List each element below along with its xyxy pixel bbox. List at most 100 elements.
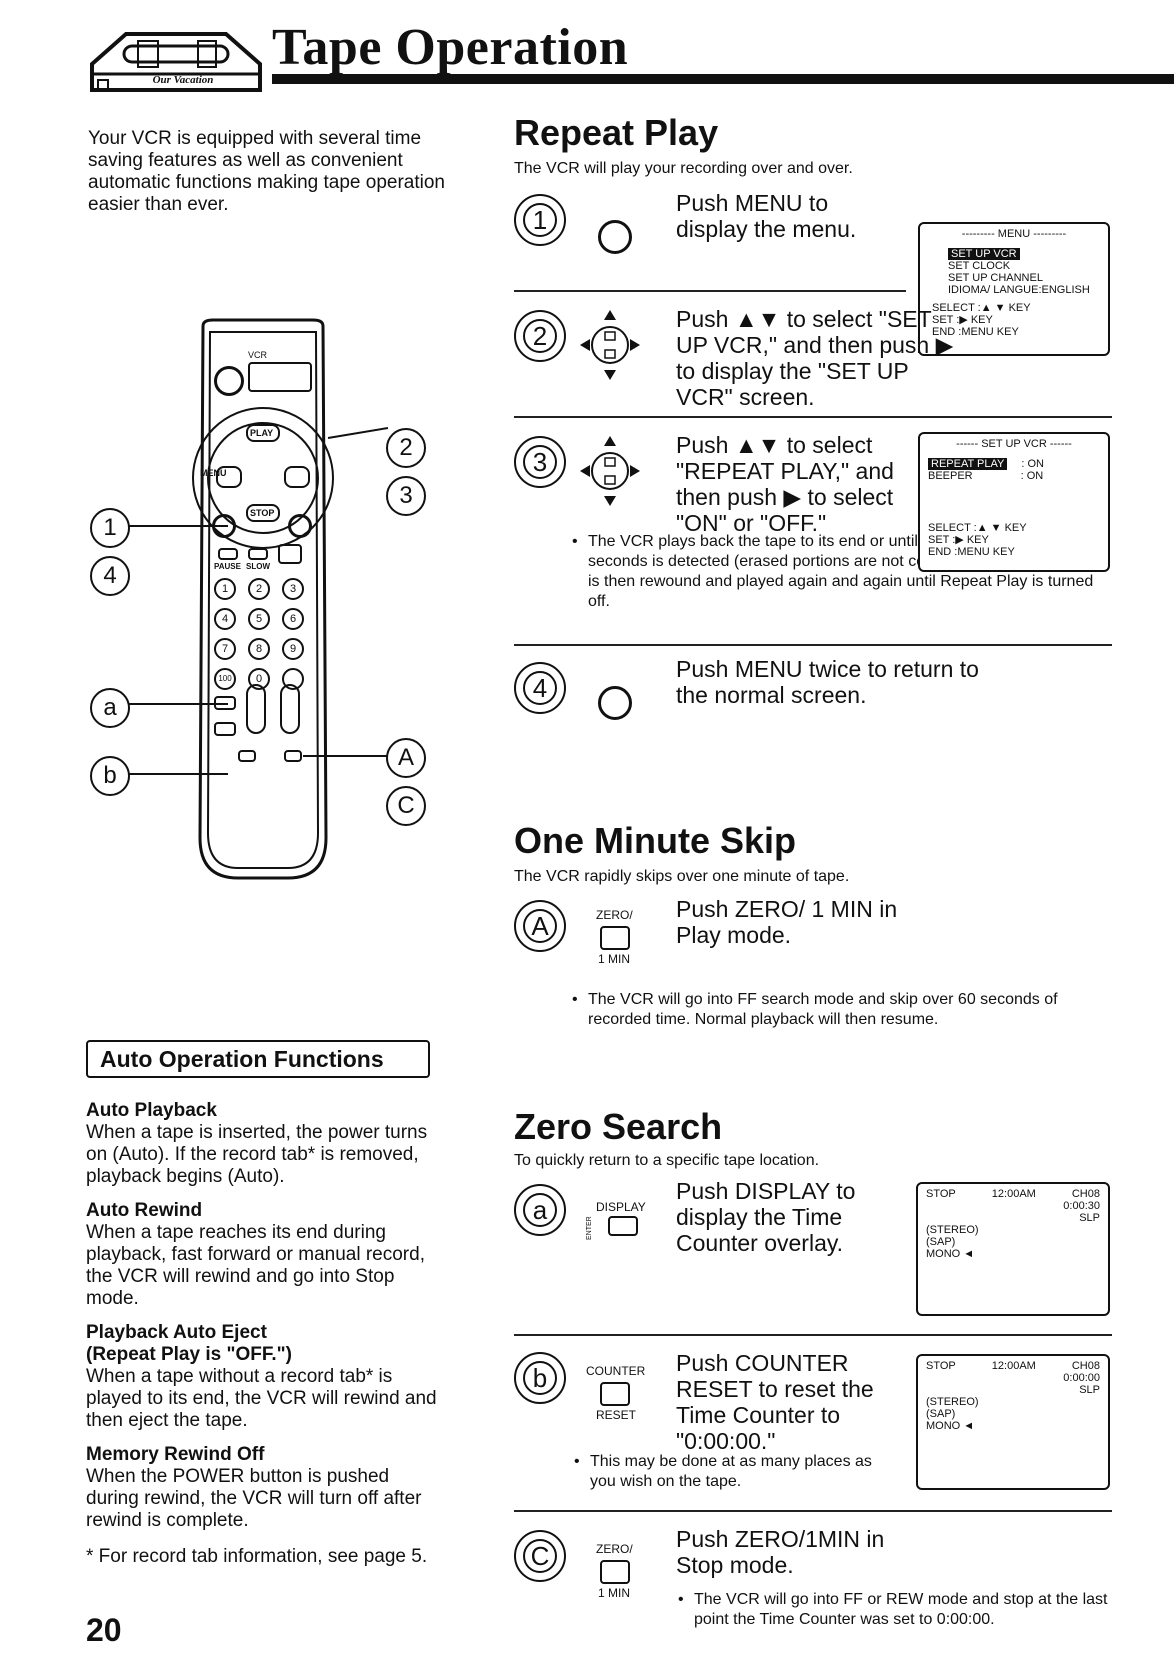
zero-button-label-top: ZERO/ bbox=[596, 908, 633, 922]
enter-label: ENTER bbox=[586, 1216, 593, 1240]
zero-button[interactable] bbox=[284, 750, 302, 762]
screen1-stop: STOP bbox=[926, 1188, 956, 1200]
cassette-logo: Our Vacation bbox=[86, 28, 264, 94]
screen2-sap: (SAP) bbox=[926, 1408, 956, 1420]
pause-label: PAUSE bbox=[214, 562, 241, 571]
vcr-item-repeat-play: REPEAT PLAY: ON bbox=[928, 458, 1100, 470]
slow-button[interactable] bbox=[248, 548, 268, 560]
step-C-text: Push ZERO/1MIN in Stop mode. bbox=[676, 1526, 885, 1578]
power-button[interactable] bbox=[214, 366, 244, 396]
playback-auto-eject: Playback Auto Eject (Repeat Play is "OFF… bbox=[86, 1322, 446, 1432]
zero-button-label-bottom-2: 1 MIN bbox=[598, 1586, 631, 1600]
auto-rewind-title: Auto Rewind bbox=[86, 1200, 203, 1221]
rew-button[interactable] bbox=[216, 466, 242, 488]
auto-rewind: Auto Rewind When a tape reaches its end … bbox=[86, 1200, 446, 1310]
step-2-number: 2 bbox=[514, 310, 566, 362]
callout-3: 3 bbox=[386, 476, 426, 516]
vcr-tv-catv-switch[interactable] bbox=[248, 362, 312, 392]
setup-vcr-screen: ------ SET UP VCR ------ REPEAT PLAY: ON… bbox=[918, 432, 1110, 572]
digit-8[interactable]: 8 bbox=[248, 638, 270, 660]
exit-button[interactable] bbox=[288, 514, 312, 538]
auto-playback: Auto Playback When a tape is inserted, t… bbox=[86, 1100, 446, 1188]
zero-search-heading: Zero Search bbox=[514, 1106, 723, 1147]
divider-4 bbox=[514, 1334, 1112, 1336]
screen2-ch: CH08 bbox=[1071, 1360, 1100, 1372]
play-button[interactable] bbox=[246, 424, 280, 442]
playback-auto-eject-text: When a tape without a record tab* is pla… bbox=[86, 1366, 437, 1431]
switch-label: VCR bbox=[248, 350, 268, 360]
screen1-ch: CH08 bbox=[1071, 1188, 1100, 1200]
digit-7[interactable]: 7 bbox=[214, 638, 236, 660]
screen2-counter: 0:00:00 bbox=[1063, 1372, 1100, 1384]
auto-operation-heading: Auto Operation Functions bbox=[86, 1040, 430, 1078]
digit-5[interactable]: 5 bbox=[248, 608, 270, 630]
auto-playback-text: When a tape is inserted, the power turns… bbox=[86, 1122, 428, 1187]
step-A-text: Push ZERO/ 1 MIN in Play mode. bbox=[676, 896, 898, 948]
step-a-number: a bbox=[514, 1184, 566, 1236]
divider-1 bbox=[514, 290, 906, 292]
repeat-play-subtitle: The VCR will play your recording over an… bbox=[514, 160, 853, 177]
display-button[interactable] bbox=[214, 696, 236, 710]
memory-rewind-off-text: When the POWER button is pushed during r… bbox=[86, 1466, 422, 1531]
rec-button[interactable] bbox=[278, 544, 302, 564]
stop-label: STOP bbox=[250, 508, 275, 518]
menu-item-setup-vcr: SET UP VCR bbox=[948, 248, 1100, 260]
vcr-key-set: SET :▶ KEY bbox=[928, 534, 989, 546]
step-a-text: Push DISPLAY to display the Time Counter… bbox=[676, 1178, 856, 1256]
step-C-note: •The VCR will go into FF or REW mode and… bbox=[678, 1591, 1108, 1628]
counter-screen-1: STOP 12:00AM CH08 0:00:30 SLP (STEREO) (… bbox=[916, 1182, 1110, 1316]
counter-button-label-bottom: RESET bbox=[596, 1408, 637, 1422]
stop-button[interactable] bbox=[246, 504, 280, 522]
digit-6[interactable]: 6 bbox=[282, 608, 304, 630]
step-A-number: A bbox=[514, 900, 566, 952]
ch-rocker[interactable] bbox=[280, 684, 300, 734]
header-rule bbox=[272, 74, 1174, 84]
screen2-mono: MONO ◄ bbox=[926, 1420, 975, 1432]
menu-item-set-clock: SET CLOCK bbox=[948, 260, 1011, 272]
step-b-number: b bbox=[514, 1352, 566, 1404]
vcr-item-beeper: BEEPER: ON bbox=[928, 470, 1044, 482]
digit-3[interactable]: 3 bbox=[282, 578, 304, 600]
step-4-text: Push MENU twice to return to the normal … bbox=[676, 656, 979, 708]
callout-4: 4 bbox=[90, 556, 130, 596]
play-label: PLAY bbox=[250, 428, 274, 438]
remote-control: VCR PLAY STOP MENU PAUSE SLOW 1 2 3 4 5 … bbox=[88, 318, 438, 888]
zero-1min-button-icon-2 bbox=[600, 1560, 630, 1584]
auto-rewind-text: When a tape reaches its end during playb… bbox=[86, 1222, 425, 1309]
step-3-note: •The VCR plays back the tape to its end … bbox=[572, 533, 1107, 610]
counter-reset-button-icon bbox=[600, 1382, 630, 1406]
screen2-stereo: (STEREO) bbox=[926, 1396, 979, 1408]
one-minute-skip-subtitle: The VCR rapidly skips over one minute of… bbox=[514, 868, 850, 885]
step-b-text: Push COUNTER RESET to reset the Time Cou… bbox=[676, 1350, 874, 1454]
step-C-number: C bbox=[514, 1530, 566, 1582]
vol-rocker[interactable] bbox=[246, 684, 266, 734]
digit-100[interactable]: 100 bbox=[214, 668, 236, 690]
zero-search-subtitle: To quickly return to a specific tape loc… bbox=[514, 1152, 820, 1169]
auto-playback-title: Auto Playback bbox=[86, 1100, 217, 1121]
vcr-screen-title: ------ SET UP VCR ------ bbox=[956, 438, 1072, 450]
slow-label: SLOW bbox=[246, 562, 270, 571]
digit-1[interactable]: 1 bbox=[214, 578, 236, 600]
pause-button[interactable] bbox=[218, 548, 238, 560]
divider-2 bbox=[514, 416, 1112, 418]
vcr-key-end: END :MENU KEY bbox=[928, 546, 1015, 558]
menu-key-set: SET :▶ KEY bbox=[932, 314, 993, 326]
menu-button[interactable] bbox=[212, 514, 236, 538]
divider-5 bbox=[514, 1510, 1112, 1512]
one-minute-skip-heading: One Minute Skip bbox=[514, 820, 797, 861]
screen1-speed: SLP bbox=[1079, 1212, 1100, 1224]
counter-screen-2: STOP 12:00AM CH08 0:00:00 SLP (STEREO) (… bbox=[916, 1354, 1110, 1490]
screen2-time: 12:00AM bbox=[991, 1360, 1036, 1372]
callout-1: 1 bbox=[90, 508, 130, 548]
step-4-number: 4 bbox=[514, 662, 566, 714]
digit-9[interactable]: 9 bbox=[282, 638, 304, 660]
ff-button[interactable] bbox=[284, 466, 310, 488]
playback-auto-eject-subtitle: (Repeat Play is "OFF.") bbox=[86, 1344, 292, 1365]
step-1-text: Push MENU to display the menu. bbox=[676, 190, 857, 242]
digit-4[interactable]: 4 bbox=[214, 608, 236, 630]
digit-2[interactable]: 2 bbox=[248, 578, 270, 600]
counter-button-label-top: COUNTER bbox=[586, 1364, 646, 1378]
counter-reset-button[interactable] bbox=[238, 750, 256, 762]
index-button[interactable] bbox=[214, 722, 236, 736]
screen1-sap: (SAP) bbox=[926, 1236, 956, 1248]
